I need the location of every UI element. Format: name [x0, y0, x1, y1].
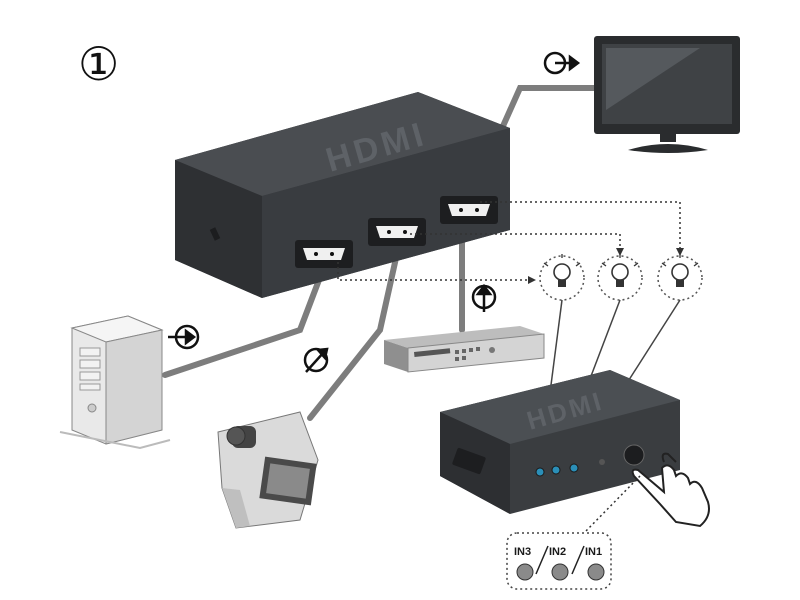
- selector-label-in1: IN1: [585, 546, 602, 558]
- hdmi-switch-front: HDMI: [440, 370, 680, 514]
- led-indicators: [535, 463, 579, 477]
- cable-from-pc: [162, 269, 325, 378]
- pc-input-arrow-icon: [168, 324, 200, 350]
- hdmi-switch-main: HDMI: [175, 92, 510, 298]
- tv-monitor: [594, 36, 740, 153]
- indicator-bulb-in3: [657, 254, 703, 301]
- hdmi-port-in1: [295, 240, 353, 268]
- selector-button-in2[interactable]: [551, 563, 569, 581]
- selector-label-in3: IN3: [514, 546, 531, 558]
- dvd-input-arrow-icon: [471, 283, 497, 312]
- selector-dotted-line: [584, 475, 641, 533]
- selector-label-in2: IN2: [549, 546, 566, 558]
- step-number: ①: [78, 37, 119, 91]
- signal-dotted-lines: [337, 201, 681, 281]
- signal-arrowheads: [528, 248, 684, 284]
- camcorder: [217, 411, 319, 529]
- hdmi-port-in2: [368, 218, 426, 246]
- hdmi-port-in3: [440, 196, 498, 224]
- indicator-bulb-in1: [539, 254, 585, 301]
- selector-button-in1[interactable]: [587, 563, 605, 581]
- select-button[interactable]: [623, 444, 645, 466]
- pointing-hand-icon: [631, 452, 710, 528]
- input-selector-panel: IN3 IN2 IN1: [506, 532, 612, 590]
- camcorder-input-arrow-icon: [303, 347, 329, 373]
- pc-tower: [59, 315, 171, 450]
- selector-button-in3[interactable]: [516, 563, 534, 581]
- output-arrow-icon: [543, 51, 581, 75]
- indicator-bulb-in2: [597, 254, 643, 301]
- dvd-player: [384, 326, 545, 373]
- cable-from-camcorder: [307, 237, 403, 421]
